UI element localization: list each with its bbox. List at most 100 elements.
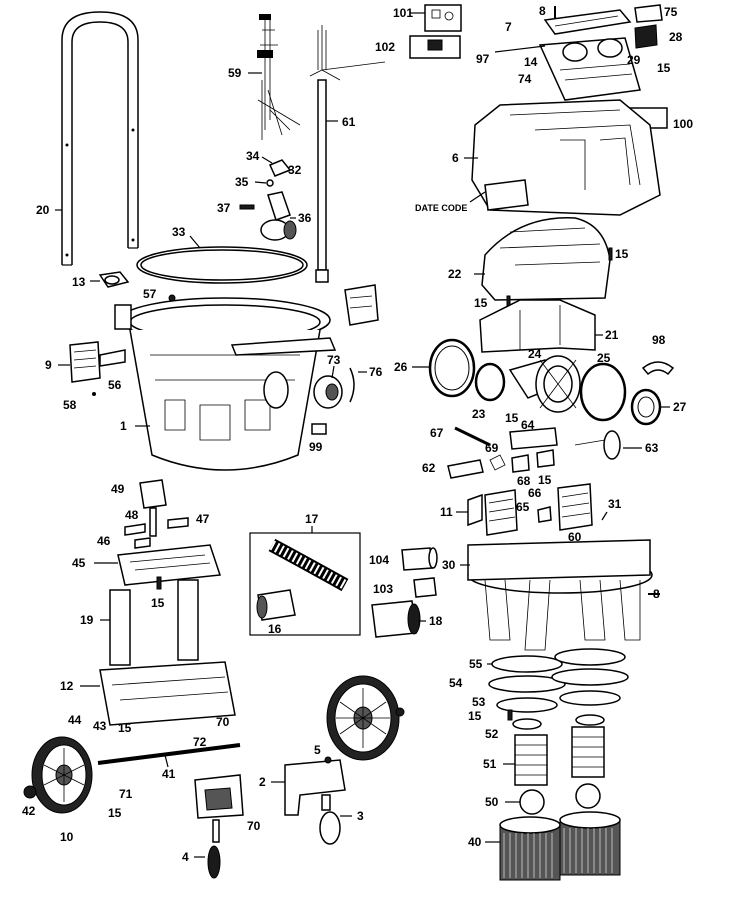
switch-62-part (447, 459, 484, 479)
callout-56: 56 (108, 378, 122, 392)
callout-62: 62 (422, 461, 436, 475)
seal-55-part (491, 648, 626, 673)
accessory-18-part (371, 600, 421, 638)
callout-63: 63 (645, 441, 659, 455)
callout-97: 97 (476, 52, 490, 66)
callout-15-h: 15 (538, 473, 552, 487)
callout-51: 51 (483, 757, 497, 771)
dolly-pins-part (124, 517, 189, 549)
callout-33: 33 (172, 225, 186, 239)
callout-98: 98 (652, 333, 666, 347)
label-101-part (424, 4, 462, 32)
callout-74: 74 (518, 72, 532, 86)
callout-73: 73 (327, 353, 341, 367)
callout-48: 48 (125, 508, 139, 522)
callout-14: 14 (524, 55, 538, 69)
callout-15-c: 15 (108, 806, 122, 820)
accessory-103-part (413, 577, 437, 598)
callout-11: 11 (440, 505, 453, 519)
callout-57: 57 (143, 287, 157, 301)
callout-59: 59 (228, 66, 242, 80)
callout-45: 45 (72, 556, 86, 570)
wheel-left-part (31, 736, 93, 814)
callout-37: 37 (217, 201, 231, 215)
callout-69: 69 (485, 441, 499, 455)
callout-44: 44 (68, 713, 82, 727)
ring-52-part (512, 714, 605, 730)
callout-35: 35 (235, 175, 249, 189)
grill-11-part (467, 483, 593, 536)
callout-31: 31 (608, 497, 622, 511)
callout-46: 46 (97, 534, 111, 548)
callout-76: 76 (369, 365, 383, 379)
callout-24: 24 (528, 347, 542, 361)
callout-16: 16 (268, 622, 282, 636)
callout-102: 102 (375, 40, 395, 54)
callout-65: 65 (516, 500, 530, 514)
callout-104: 104 (369, 553, 389, 567)
callout-41: 41 (162, 767, 176, 781)
callout-99: 99 (309, 440, 323, 454)
callout-64: 64 (521, 418, 535, 432)
callout-12: 12 (60, 679, 74, 693)
top-cover-part (538, 37, 641, 101)
callout-47: 47 (196, 512, 210, 526)
label-102-part (409, 35, 461, 59)
callout-71: 71 (119, 787, 133, 801)
callout-15-f: 15 (474, 296, 488, 310)
callout-22: 22 (448, 267, 462, 281)
callout-23: 23 (472, 407, 486, 421)
callout-54: 54 (449, 676, 463, 690)
caster-front-part (194, 774, 244, 879)
power-cord-part (309, 25, 386, 283)
hose-part (256, 538, 349, 621)
screw-57-part (168, 294, 176, 302)
callout-21: 21 (605, 328, 619, 342)
part-68 (511, 454, 530, 473)
callout-5: 5 (314, 743, 321, 757)
callout-3: 3 (357, 809, 364, 823)
caster-mount-part (117, 544, 222, 586)
callout-20: 20 (36, 203, 50, 217)
callout-25: 25 (597, 351, 611, 365)
callout-53: 53 (472, 695, 486, 709)
callout-68: 68 (517, 474, 531, 488)
callout-27: 27 (673, 400, 687, 414)
latch-part (69, 341, 126, 383)
motor-part (508, 355, 581, 413)
callout-70-a: 70 (216, 715, 230, 729)
dolly-bracket-part (139, 479, 167, 537)
callout-40: 40 (468, 835, 482, 849)
wire-harness-part (257, 14, 301, 140)
callout-17: 17 (305, 512, 319, 526)
callout-100: 100 (673, 117, 693, 131)
hose-inset-box (249, 532, 361, 636)
power-head-part (471, 99, 661, 216)
callout-67: 67 (430, 426, 444, 440)
callout-75: 75 (664, 5, 678, 19)
callout-50: 50 (485, 795, 499, 809)
callout-9: 9 (45, 358, 52, 372)
callout-8-a: 8 (539, 4, 546, 18)
callout-70-b: 70 (247, 819, 261, 833)
spring-69-part (489, 454, 506, 471)
gasket-27-part (630, 388, 662, 426)
tank-gasket-part (136, 246, 308, 284)
drain-cap-part (311, 367, 355, 435)
top-handle-part (543, 9, 632, 35)
handle-part (61, 11, 139, 266)
callout-10: 10 (60, 830, 74, 844)
callout-60: 60 (568, 530, 582, 544)
callout-15-b: 15 (118, 721, 132, 735)
float-63-part (574, 430, 621, 460)
callout-61: 61 (342, 115, 356, 129)
date-code-label: DATE CODE (415, 203, 467, 213)
callout-36: 36 (298, 211, 312, 225)
filter-cage-51-part (514, 726, 605, 786)
axle-part (97, 743, 241, 765)
callout-15-g: 15 (505, 411, 519, 425)
motor-cover-part (481, 217, 611, 301)
callout-34: 34 (246, 149, 260, 163)
callout-58: 58 (63, 398, 77, 412)
